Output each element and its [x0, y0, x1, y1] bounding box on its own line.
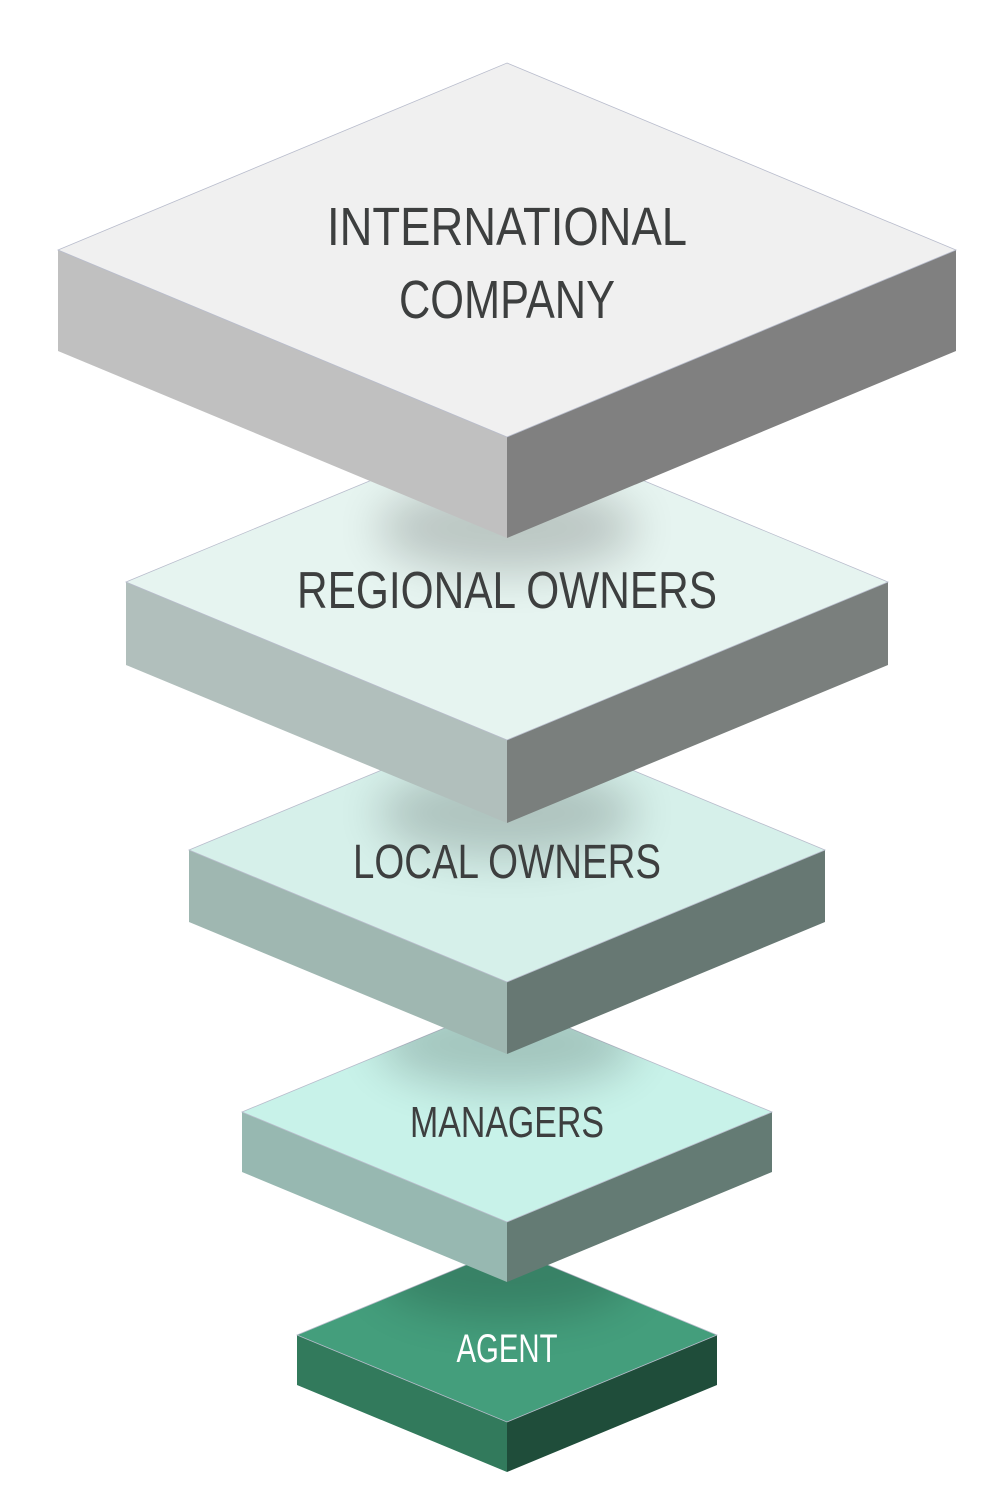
layer-managers: MANAGERS	[240, 1001, 774, 1282]
layer-label: REGIONAL OWNERS	[297, 562, 717, 620]
layer-label: INTERNATIONAL	[327, 197, 687, 257]
layer-left-face	[297, 1335, 507, 1472]
layer-top-face	[56, 62, 958, 438]
layer-label: COMPANY	[399, 270, 615, 330]
layer-label: MANAGERS	[410, 1098, 604, 1147]
layer-right-face	[507, 582, 888, 823]
layer-right-face	[507, 1335, 717, 1472]
layer-left-face	[58, 250, 507, 538]
layer-top-face	[124, 423, 890, 741]
layer-label: LOCAL OWNERS	[353, 836, 661, 889]
layer-right-face	[507, 850, 825, 1054]
layer-local-owners: LOCAL OWNERS	[187, 717, 827, 1054]
layer-left-face	[189, 850, 507, 1054]
layer-left-face	[126, 582, 507, 823]
layer-right-face	[507, 1112, 772, 1282]
layer-right-face	[507, 250, 956, 538]
layer-international-company: INTERNATIONAL COMPANY	[56, 62, 958, 538]
layer-top-face	[240, 1001, 774, 1223]
layer-label: AGENT	[457, 1327, 558, 1371]
layer-left-face	[242, 1112, 507, 1282]
